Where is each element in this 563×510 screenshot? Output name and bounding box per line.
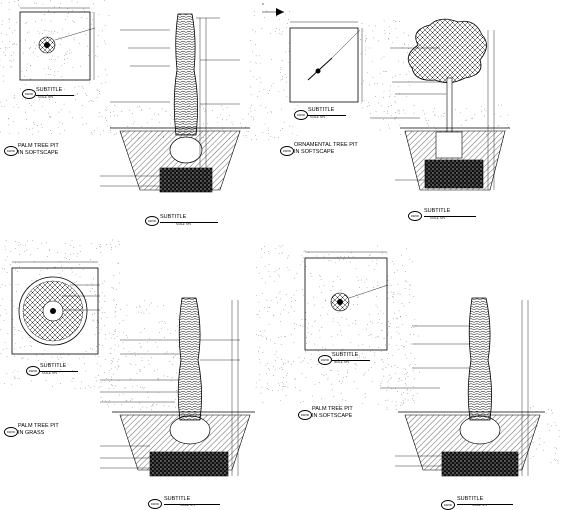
- tr-section-scale: SCALE: NTS: [430, 217, 446, 220]
- tl-plan-scale: SCALE: NTS: [38, 96, 54, 99]
- br-plan-bubble: DW/00: [318, 355, 332, 365]
- tr-section-bubble: DW/00: [280, 146, 294, 156]
- bl-section-title-line1: PALM TREE PIT: [18, 423, 59, 429]
- tr-plan-underline: [308, 115, 346, 116]
- br-plan-scale: SCALE: NTS: [334, 361, 350, 364]
- br-section-title-line1: PALM TREE PIT: [312, 406, 353, 412]
- bl-section-underline: [164, 504, 220, 505]
- tl-section-subtitle: SUBTITLE: [160, 214, 187, 220]
- tl-section-view: [100, 13, 250, 193]
- tr-section-subtitle: SUBTITLE: [424, 208, 451, 214]
- br-section-bubble: DW/00: [298, 410, 312, 420]
- tr-section-view: [370, 18, 510, 191]
- bl-section-bottom-bubble: DW/00: [148, 499, 162, 509]
- br-section-scale: SCALE: NTS: [472, 504, 488, 507]
- bl-plan-scale: SCALE: NTS: [42, 372, 58, 375]
- bl-plan-view: [11, 261, 100, 355]
- tr-section-title-line2: IN SOFTSCAPE: [294, 149, 335, 155]
- br-plan-view: [304, 251, 389, 351]
- bl-plan-underline: [40, 371, 78, 372]
- bl-plan-subtitle: SUBTITLE: [40, 363, 67, 369]
- tr-plan-bubble: DW/00: [294, 110, 308, 120]
- bl-section-title-line2: IN GRASS: [18, 430, 45, 436]
- tr-section-title-line1: ORNAMENTAL TREE PIT: [294, 142, 358, 148]
- br-section-underline: [457, 504, 513, 505]
- tl-section-title-line2: IN SOFTSCAPE: [18, 150, 59, 156]
- br-plan-underline: [332, 360, 370, 361]
- tr-plan-scale: SCALE: NTS: [310, 116, 326, 119]
- tr-plan-subtitle: SUBTITLE: [308, 107, 335, 113]
- tl-section-scale: SCALE: NTS: [176, 223, 192, 226]
- tl-section-bottom-bubble: DW/00: [145, 216, 159, 226]
- tl-section-underline: [160, 222, 218, 223]
- tr-section-bottom-bubble: DW/00: [408, 211, 422, 221]
- bl-section-subtitle: SUBTITLE: [164, 496, 191, 502]
- tr-section-underline: [424, 216, 476, 217]
- bl-section-bubble: DW/00: [4, 427, 18, 437]
- tl-section-bubble: DW/00: [4, 146, 18, 156]
- bl-plan-bubble: DW/00: [26, 366, 40, 376]
- br-section-bottom-bubble: DW/00: [441, 500, 455, 510]
- br-section-title-line2: IN SOFTSCAPE: [312, 413, 353, 419]
- north-arrow-label: N: [262, 3, 264, 6]
- tl-plan-subtitle: SUBTITLE: [36, 87, 63, 93]
- br-section-subtitle: SUBTITLE: [457, 496, 484, 502]
- bl-section-scale: SCALE: NTS: [180, 504, 196, 507]
- tl-section-title-line1: PALM TREE PIT: [18, 143, 59, 149]
- bl-section-view: [100, 297, 255, 477]
- tl-plan-underline: [36, 95, 74, 96]
- br-plan-subtitle: SUBTITLE: [332, 352, 359, 358]
- soil-speckle-texture: [0, 0, 561, 464]
- tl-plan-view: [19, 7, 96, 81]
- br-section-view: [380, 297, 545, 477]
- tl-plan-bubble: DW/00: [22, 89, 36, 99]
- tr-plan-view: [262, 8, 363, 103]
